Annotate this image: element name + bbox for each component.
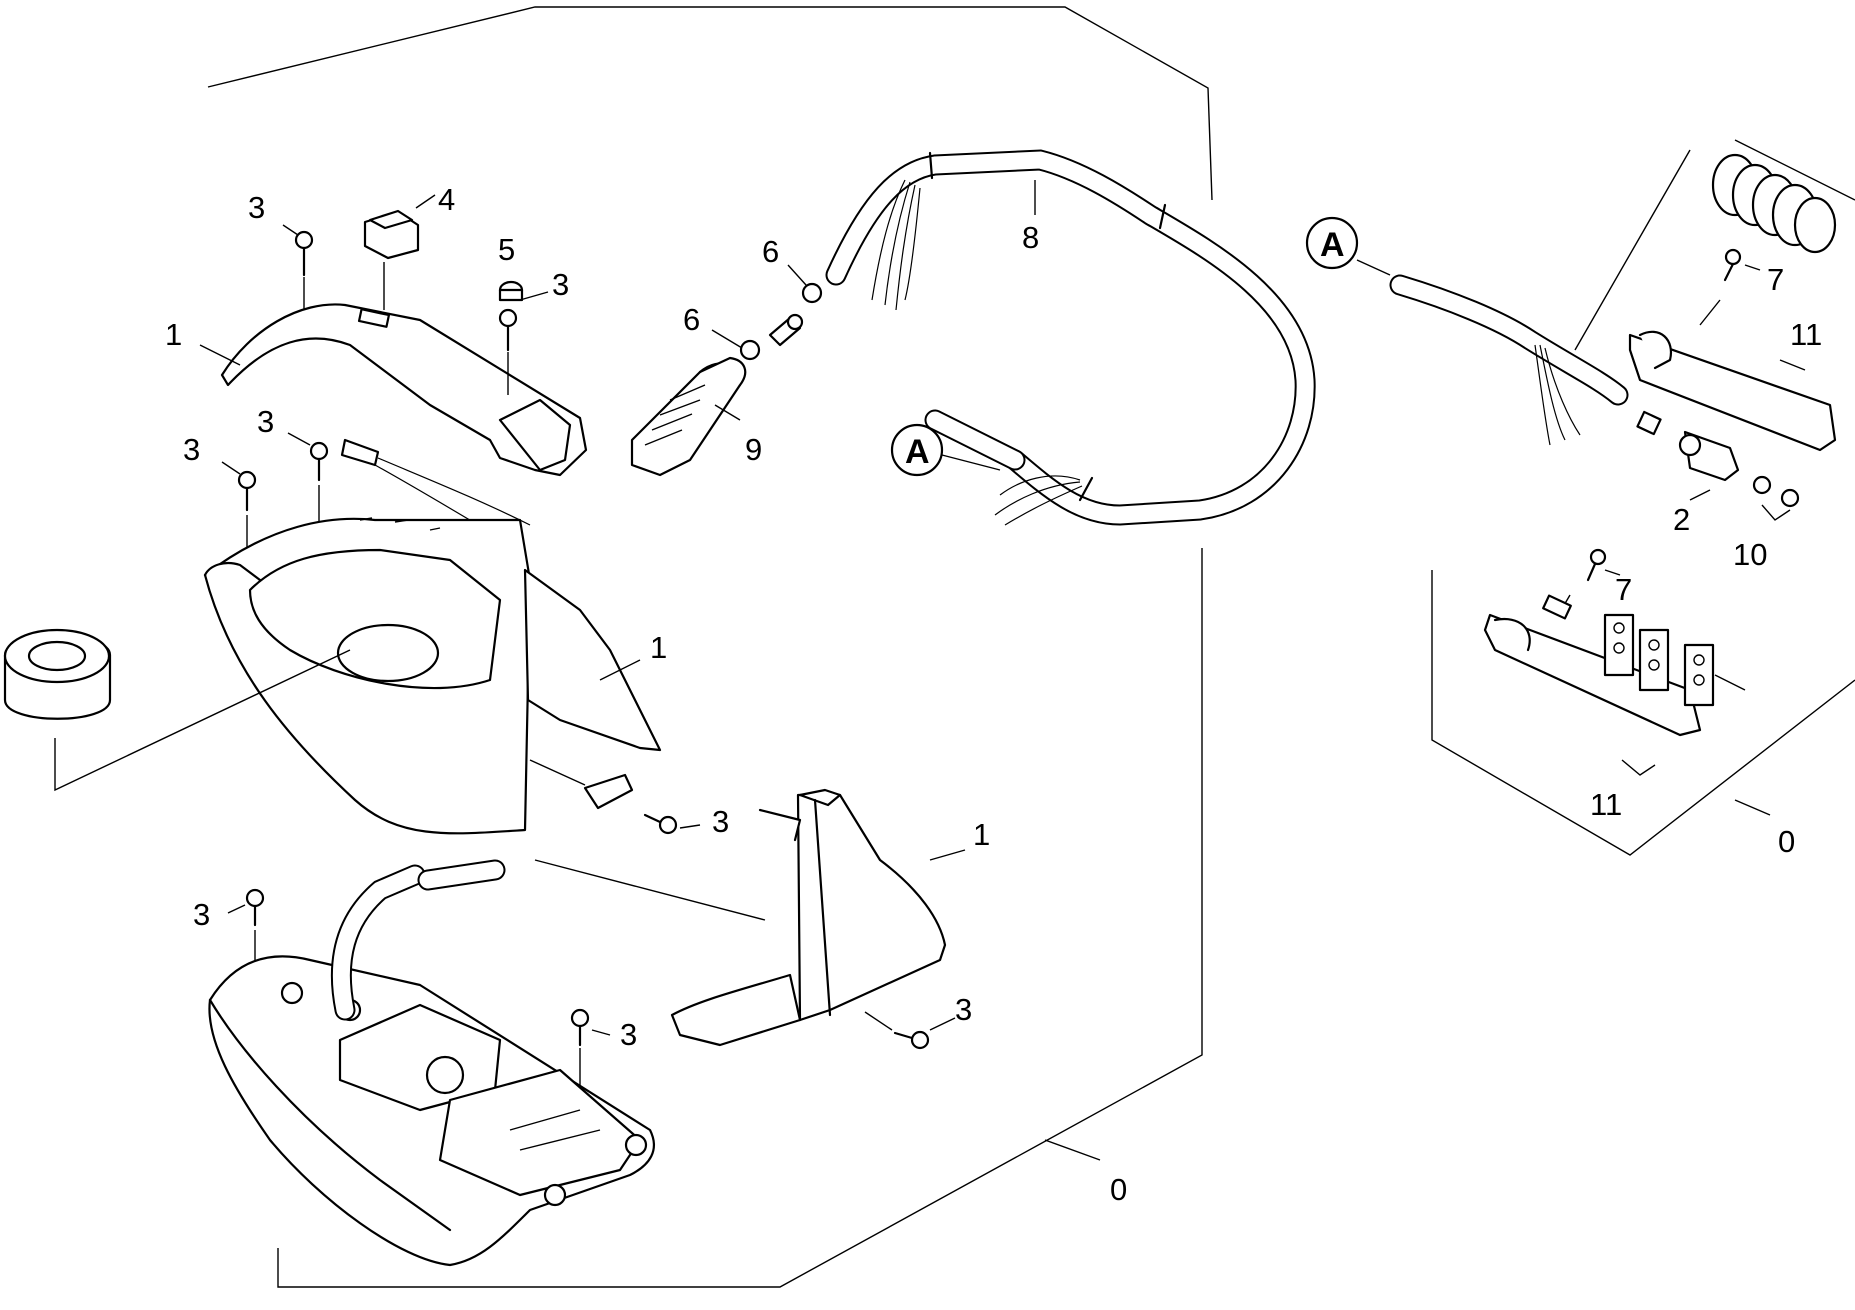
- label-9-grip: 9: [745, 432, 762, 467]
- screw-base-mid: [570, 1008, 611, 1095]
- screw-top-mid: [498, 291, 549, 395]
- label-1-shell: 1: [650, 630, 667, 665]
- stand-part: [670, 788, 947, 1047]
- hose-grip: [630, 356, 747, 477]
- cap-part: [498, 280, 524, 302]
- lower-cover-terminals: [1483, 594, 1715, 737]
- label-3-clip: 3: [712, 804, 729, 839]
- knob-part: [3, 628, 112, 720]
- label-11-upper: 11: [1790, 317, 1822, 352]
- label-7-lower: 7: [1615, 572, 1632, 607]
- label-0-main: 0: [1110, 1172, 1127, 1207]
- label-4-switch: 4: [438, 182, 455, 217]
- label-3-shell-a: 3: [183, 432, 200, 467]
- label-6-upper: 6: [762, 234, 779, 269]
- main-assembly-bracket: [207, 6, 1213, 1288]
- switch-part: [363, 209, 420, 260]
- rings-part: [1752, 475, 1800, 521]
- label-2-plug: 2: [1673, 502, 1690, 537]
- upper-handle-housing: [220, 303, 588, 477]
- main-hose: [825, 149, 1316, 526]
- main-shell-housing: [203, 517, 662, 835]
- label-3-shell-b: 3: [257, 404, 274, 439]
- base-plate: [208, 955, 656, 1267]
- label-a-right: A: [1320, 226, 1345, 264]
- clamp-upper: [801, 282, 823, 304]
- screw-top-left: [282, 224, 314, 310]
- label-6-lower: 6: [683, 302, 700, 337]
- label-3-top-left: 3: [248, 190, 265, 225]
- label-3-top-mid: 3: [552, 267, 569, 302]
- label-8-hose: 8: [1022, 220, 1039, 255]
- hose-wires-bottom: [994, 475, 1083, 526]
- connector-a-right: [1305, 216, 1391, 276]
- label-a-left: A: [905, 433, 930, 471]
- screw-stand: [864, 1011, 956, 1050]
- screw-shell-b: [287, 432, 329, 525]
- right-assembly-bracket: [1431, 139, 1855, 856]
- label-0-right: 0: [1778, 824, 1795, 859]
- label-3-base-left: 3: [193, 897, 210, 932]
- base-tube: [330, 859, 506, 1021]
- screw-r-lower: [1559, 548, 1607, 613]
- label-7-upper: 7: [1767, 262, 1784, 297]
- clamp-lower-and-nipple: [739, 313, 804, 361]
- screw-r-upper: [1699, 248, 1742, 326]
- clip-part: [529, 759, 634, 810]
- connector-a-left: [890, 423, 1001, 477]
- label-10-rings: 10: [1733, 537, 1767, 572]
- screw-clip: [643, 813, 701, 835]
- label-1-housing-left: 1: [165, 317, 182, 352]
- upper-cover: [1628, 330, 1837, 452]
- plug-part: [1636, 410, 1740, 482]
- right-cord: [1389, 274, 1629, 446]
- label-5-cap: 5: [498, 232, 515, 267]
- label-3-base-mid: 3: [620, 1017, 637, 1052]
- label-1-stand: 1: [973, 817, 990, 852]
- hose-wires-top: [871, 179, 921, 311]
- label-11-lower: 11: [1590, 787, 1622, 822]
- label-3-stand: 3: [955, 992, 972, 1027]
- strain-relief: [1711, 153, 1837, 254]
